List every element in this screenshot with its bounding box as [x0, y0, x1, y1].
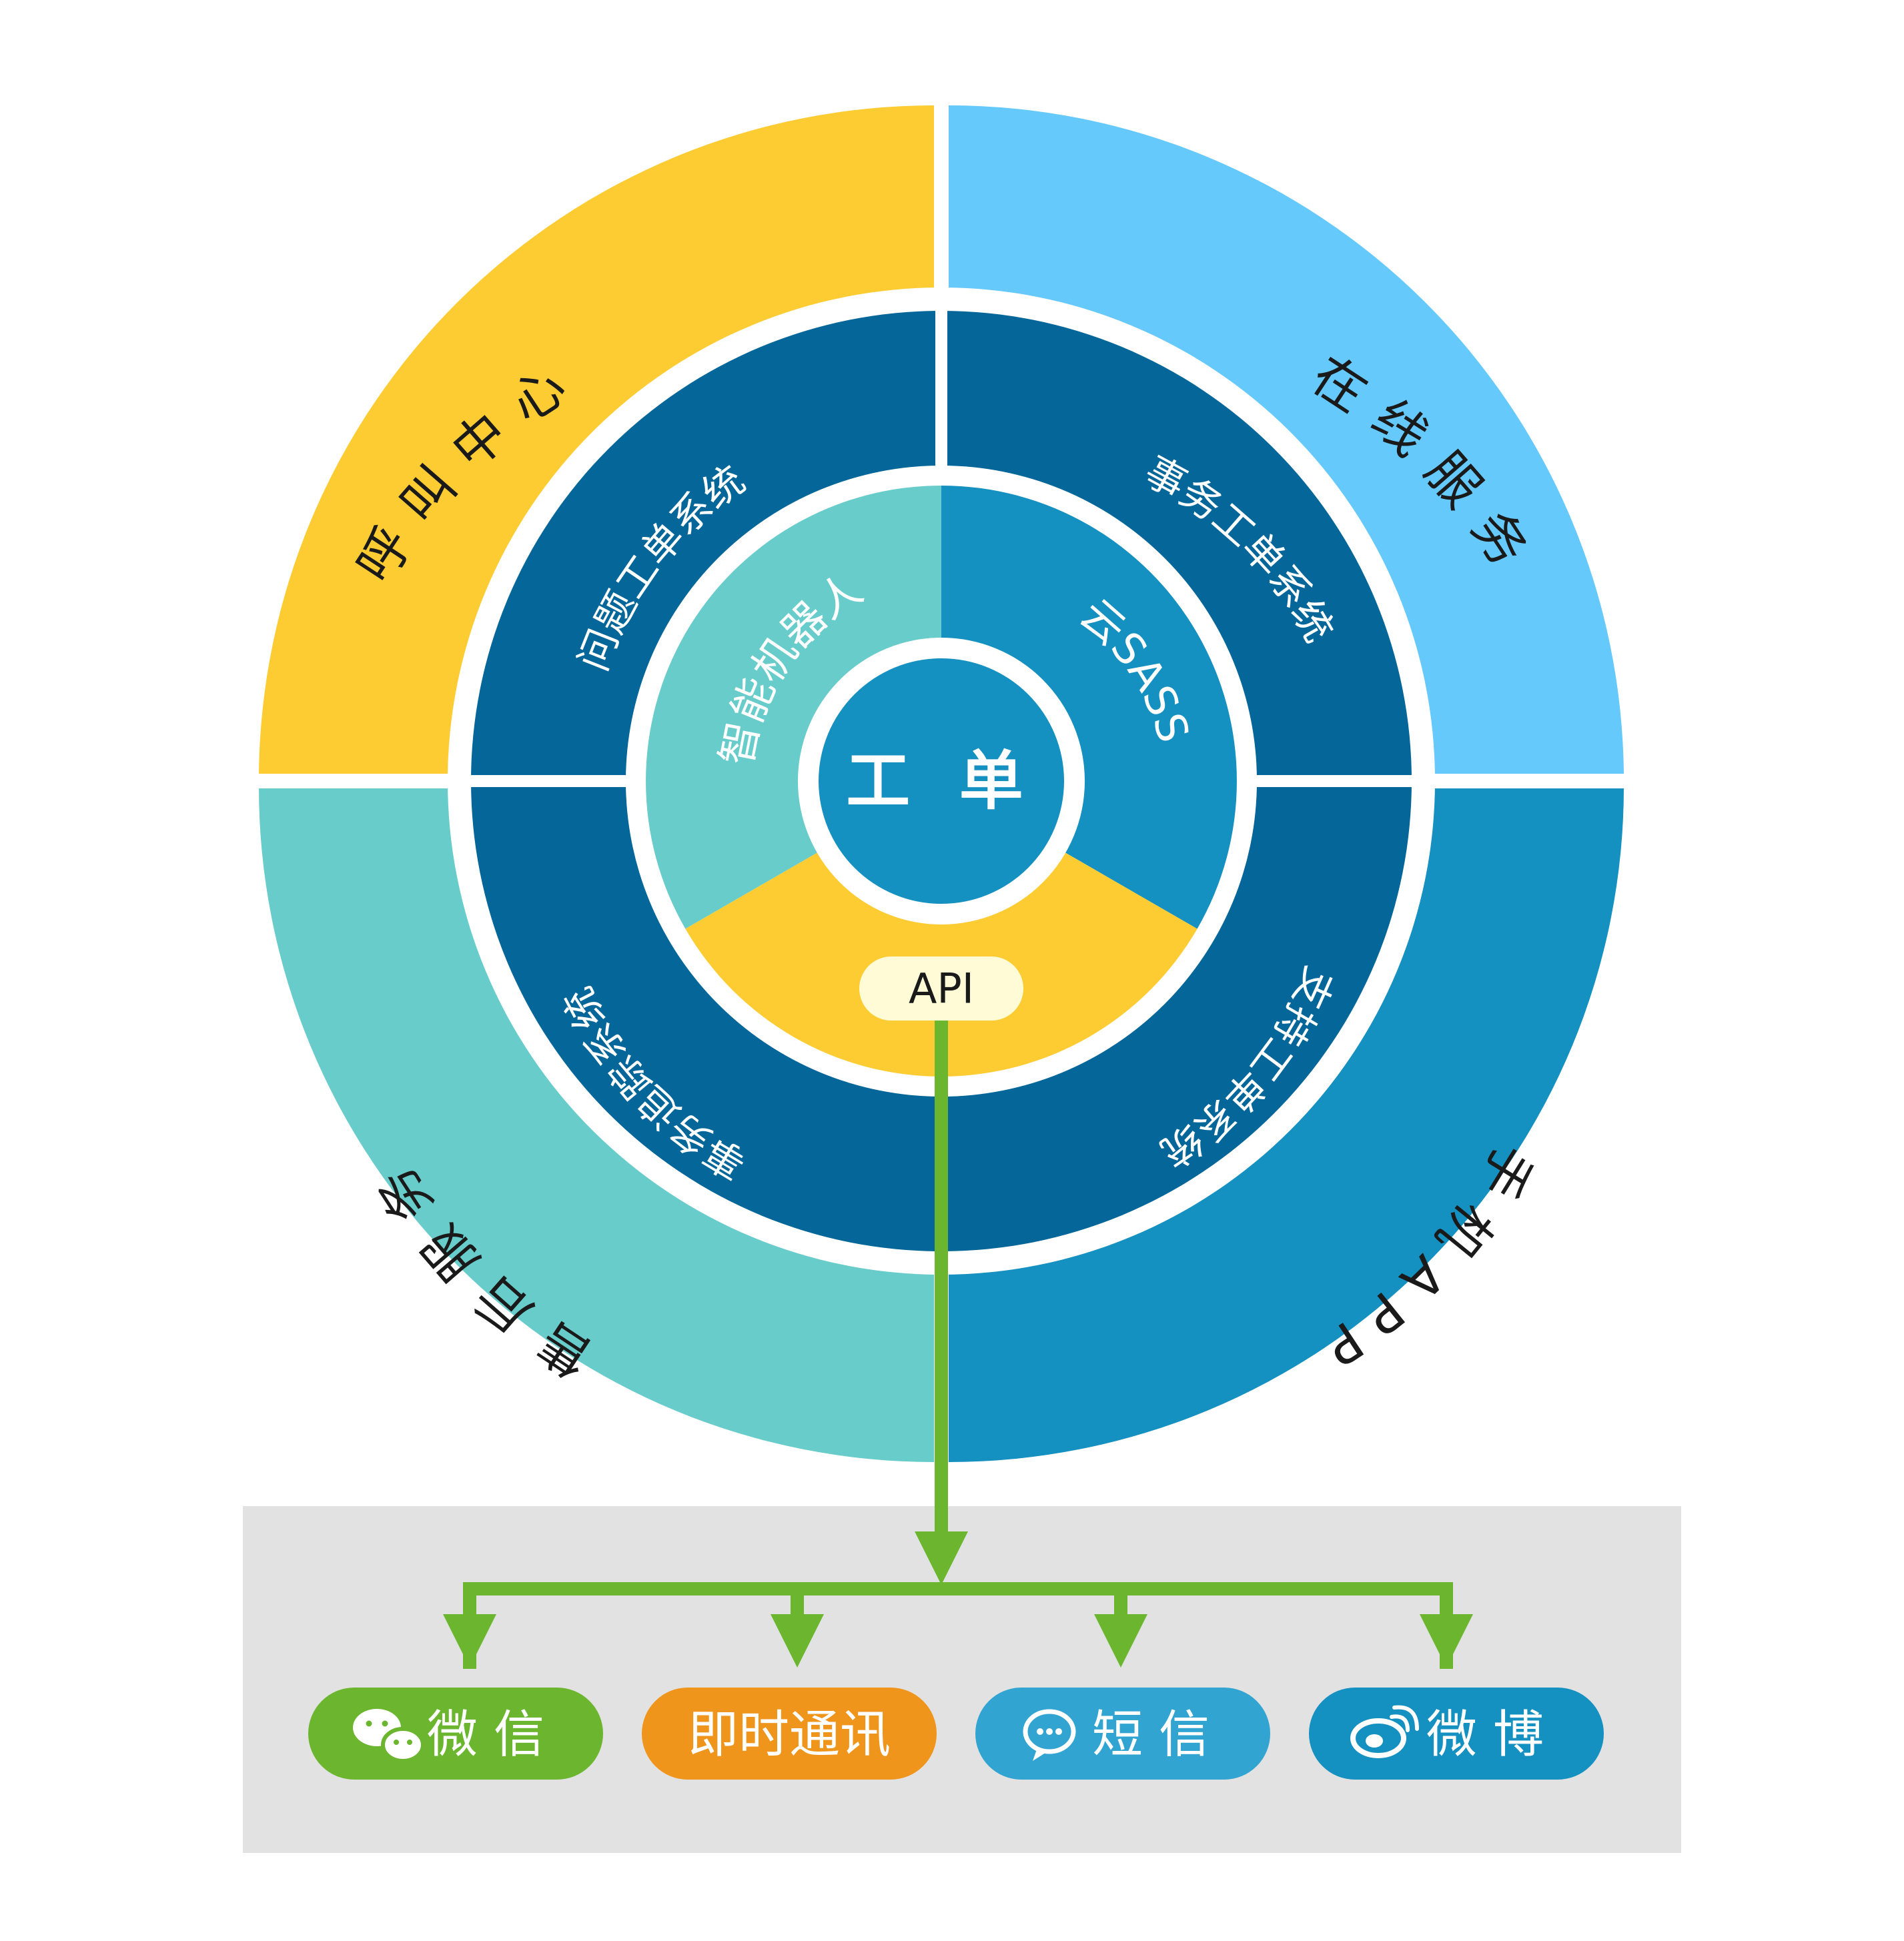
sms-bubble-icon — [1023, 1709, 1076, 1761]
channel-im-label: 即时通讯 — [688, 1705, 891, 1764]
channel-sms-label: 短信 — [1092, 1705, 1226, 1764]
center-label: 工 单 — [846, 744, 1036, 818]
channel-sms[interactable]: 短信 — [975, 1688, 1270, 1780]
center-circle — [819, 658, 1064, 904]
channel-weibo[interactable]: 微博 — [1309, 1688, 1604, 1780]
channel-wechat[interactable]: 微信 — [308, 1688, 603, 1780]
api-pill — [859, 956, 1023, 1021]
api-label: API — [909, 964, 974, 1013]
channel-im[interactable]: 即时通讯 — [642, 1688, 937, 1780]
channel-wechat-label: 微信 — [427, 1705, 560, 1764]
channel-weibo-label: 微博 — [1426, 1705, 1560, 1764]
api-connector — [443, 1007, 1473, 1669]
weibo-icon — [1350, 1705, 1419, 1758]
channel-panel — [243, 1506, 1681, 1853]
wechat-icon — [353, 1709, 425, 1763]
inner-segment-api — [685, 781, 1198, 1077]
